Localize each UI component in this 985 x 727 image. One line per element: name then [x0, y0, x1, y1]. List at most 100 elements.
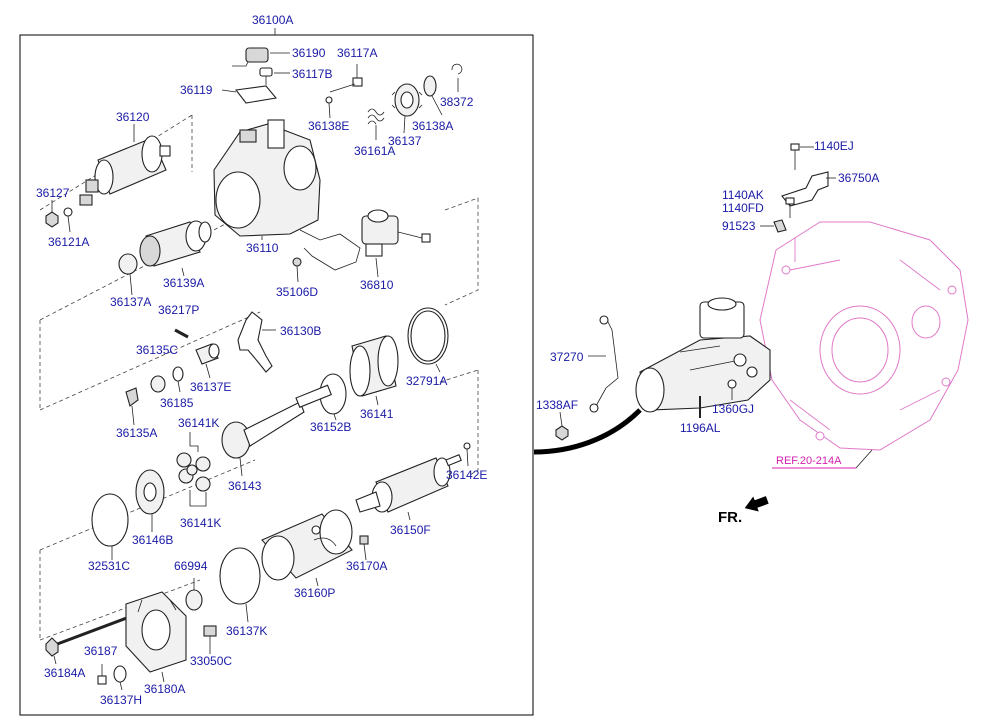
bushing-part-36185: [150, 375, 166, 393]
label-36120: 36120: [116, 110, 150, 124]
washer-part-36121A: [63, 207, 73, 217]
terminal-wire-part: [232, 47, 290, 67]
label-36119: 36119: [180, 83, 213, 97]
solenoid-part: [79, 135, 171, 206]
label-36110: 36110: [246, 241, 279, 255]
label-36117A: 36117A: [337, 46, 377, 60]
armature-part: [355, 454, 462, 513]
label-36138A: 36138A: [412, 119, 453, 133]
brush-part-36170A: [359, 535, 369, 545]
label-36137: 36137: [388, 134, 422, 148]
label-36146B: 36146B: [132, 533, 173, 547]
bolt-part-1140FD: [785, 197, 795, 218]
battery-cable: [533, 408, 642, 455]
shift-lever-part: [237, 311, 273, 373]
nut-part-1338AF: [555, 425, 569, 441]
label-1360GJ: 1360GJ: [712, 402, 754, 416]
bolt-part-36117A: [329, 64, 363, 93]
label-36161A: 36161A: [354, 144, 395, 158]
label-36190: 36190: [292, 46, 326, 60]
small-washer-part: [325, 96, 333, 104]
label-37270: 37270: [550, 350, 584, 364]
label-36180A: 36180A: [144, 682, 185, 696]
label-66994: 66994: [174, 559, 208, 573]
assembly-guide-lines: [39, 114, 479, 641]
planetary-gears-part: [176, 452, 211, 492]
label-36185: 36185: [160, 396, 194, 410]
nut-part-36127: [45, 211, 59, 228]
reference-label: REF.20-214A: [776, 455, 842, 467]
washer-part-36137H: [113, 665, 127, 683]
label-36750A: 36750A: [838, 171, 879, 185]
label-36810: 36810: [360, 278, 394, 292]
transmission-housing-outline: [759, 221, 969, 451]
snap-ring-part: [451, 63, 463, 75]
label-1338AF: 1338AF: [536, 398, 578, 412]
label-36137A: 36137A: [110, 295, 151, 309]
label-1140EJ: 1140EJ: [814, 139, 854, 153]
ring-part-36185: [172, 366, 184, 382]
header-part-number: 36100A: [252, 13, 293, 27]
label-36184A: 36184A: [44, 666, 85, 680]
label-36135A: 36135A: [116, 426, 157, 440]
planetary-shaft-part: [221, 384, 332, 459]
washer-part-66994: [185, 589, 203, 611]
label-36143: 36143: [228, 479, 262, 493]
label-36130B: 36130B: [280, 324, 321, 338]
label-36135C: 36135C: [136, 343, 178, 357]
label-36127: 36127: [36, 186, 70, 200]
pinion-gear-part: [391, 83, 423, 117]
front-direction-arrow-icon: [744, 496, 769, 512]
label-36170A: 36170A: [346, 559, 387, 573]
part-labels: 36190 36117A 36117B 36119 38372 36120 36…: [36, 46, 487, 707]
yoke-part: [261, 509, 353, 581]
holder-part-36135A: [125, 387, 139, 407]
label-36141: 36141: [360, 407, 394, 421]
ball-part-36142E: [463, 442, 471, 450]
label-36137E: 36137E: [190, 380, 231, 394]
label-36117B: 36117B: [292, 67, 332, 81]
spring-part: [367, 108, 385, 125]
installed-starter-motor: [635, 297, 771, 413]
o-ring-part-32531C: [91, 493, 129, 547]
washer-part-1360GJ: [727, 379, 737, 389]
label-35106D: 35106D: [276, 285, 318, 299]
front-direction-label: FR.: [718, 509, 742, 526]
label-36150F: 36150F: [390, 523, 431, 537]
label-36139A: 36139A: [163, 276, 204, 290]
pin-part-36217P: [174, 328, 189, 339]
screw-part-36187: [97, 664, 107, 685]
washer-part-36137A: [118, 253, 138, 275]
label-36121A: 36121A: [48, 235, 89, 249]
bushing-part-36137E: [195, 343, 220, 365]
label-36141K-bottom: 36141K: [180, 516, 221, 530]
screw-part-36117B: [259, 67, 290, 85]
label-36141K-top: 36141K: [178, 416, 219, 430]
label-38372: 38372: [440, 95, 474, 109]
label-1140FD: 1140FD: [722, 201, 764, 215]
washer-part-36138A: [423, 75, 437, 97]
plate-part-36146B: [135, 469, 165, 515]
label-36187: 36187: [84, 644, 118, 658]
block-part-33050C: [203, 625, 217, 637]
magnetic-switch-part: [299, 209, 431, 271]
label-1140AK: 1140AK: [722, 188, 764, 202]
label-36217P: 36217P: [158, 303, 199, 317]
label-36160P: 36160P: [294, 586, 335, 600]
overrunning-clutch-part: [139, 220, 212, 267]
plate-part-36119: [234, 85, 278, 104]
rear-end-frame-part: [125, 591, 187, 673]
label-1196AL: 1196AL: [680, 421, 721, 435]
ground-strap-part: [589, 315, 619, 413]
label-33050C: 33050C: [190, 654, 232, 668]
label-91523: 91523: [722, 219, 756, 233]
label-36142E: 36142E: [446, 468, 487, 482]
label-32791A: 32791A: [406, 374, 447, 388]
exploded-view-frame: [19, 34, 534, 716]
bolt-part-1140EJ: [790, 143, 814, 170]
label-32531C: 32531C: [88, 559, 130, 573]
grommet-part: [292, 257, 302, 267]
clip-part-91523: [760, 219, 787, 233]
label-36152B: 36152B: [310, 420, 351, 434]
